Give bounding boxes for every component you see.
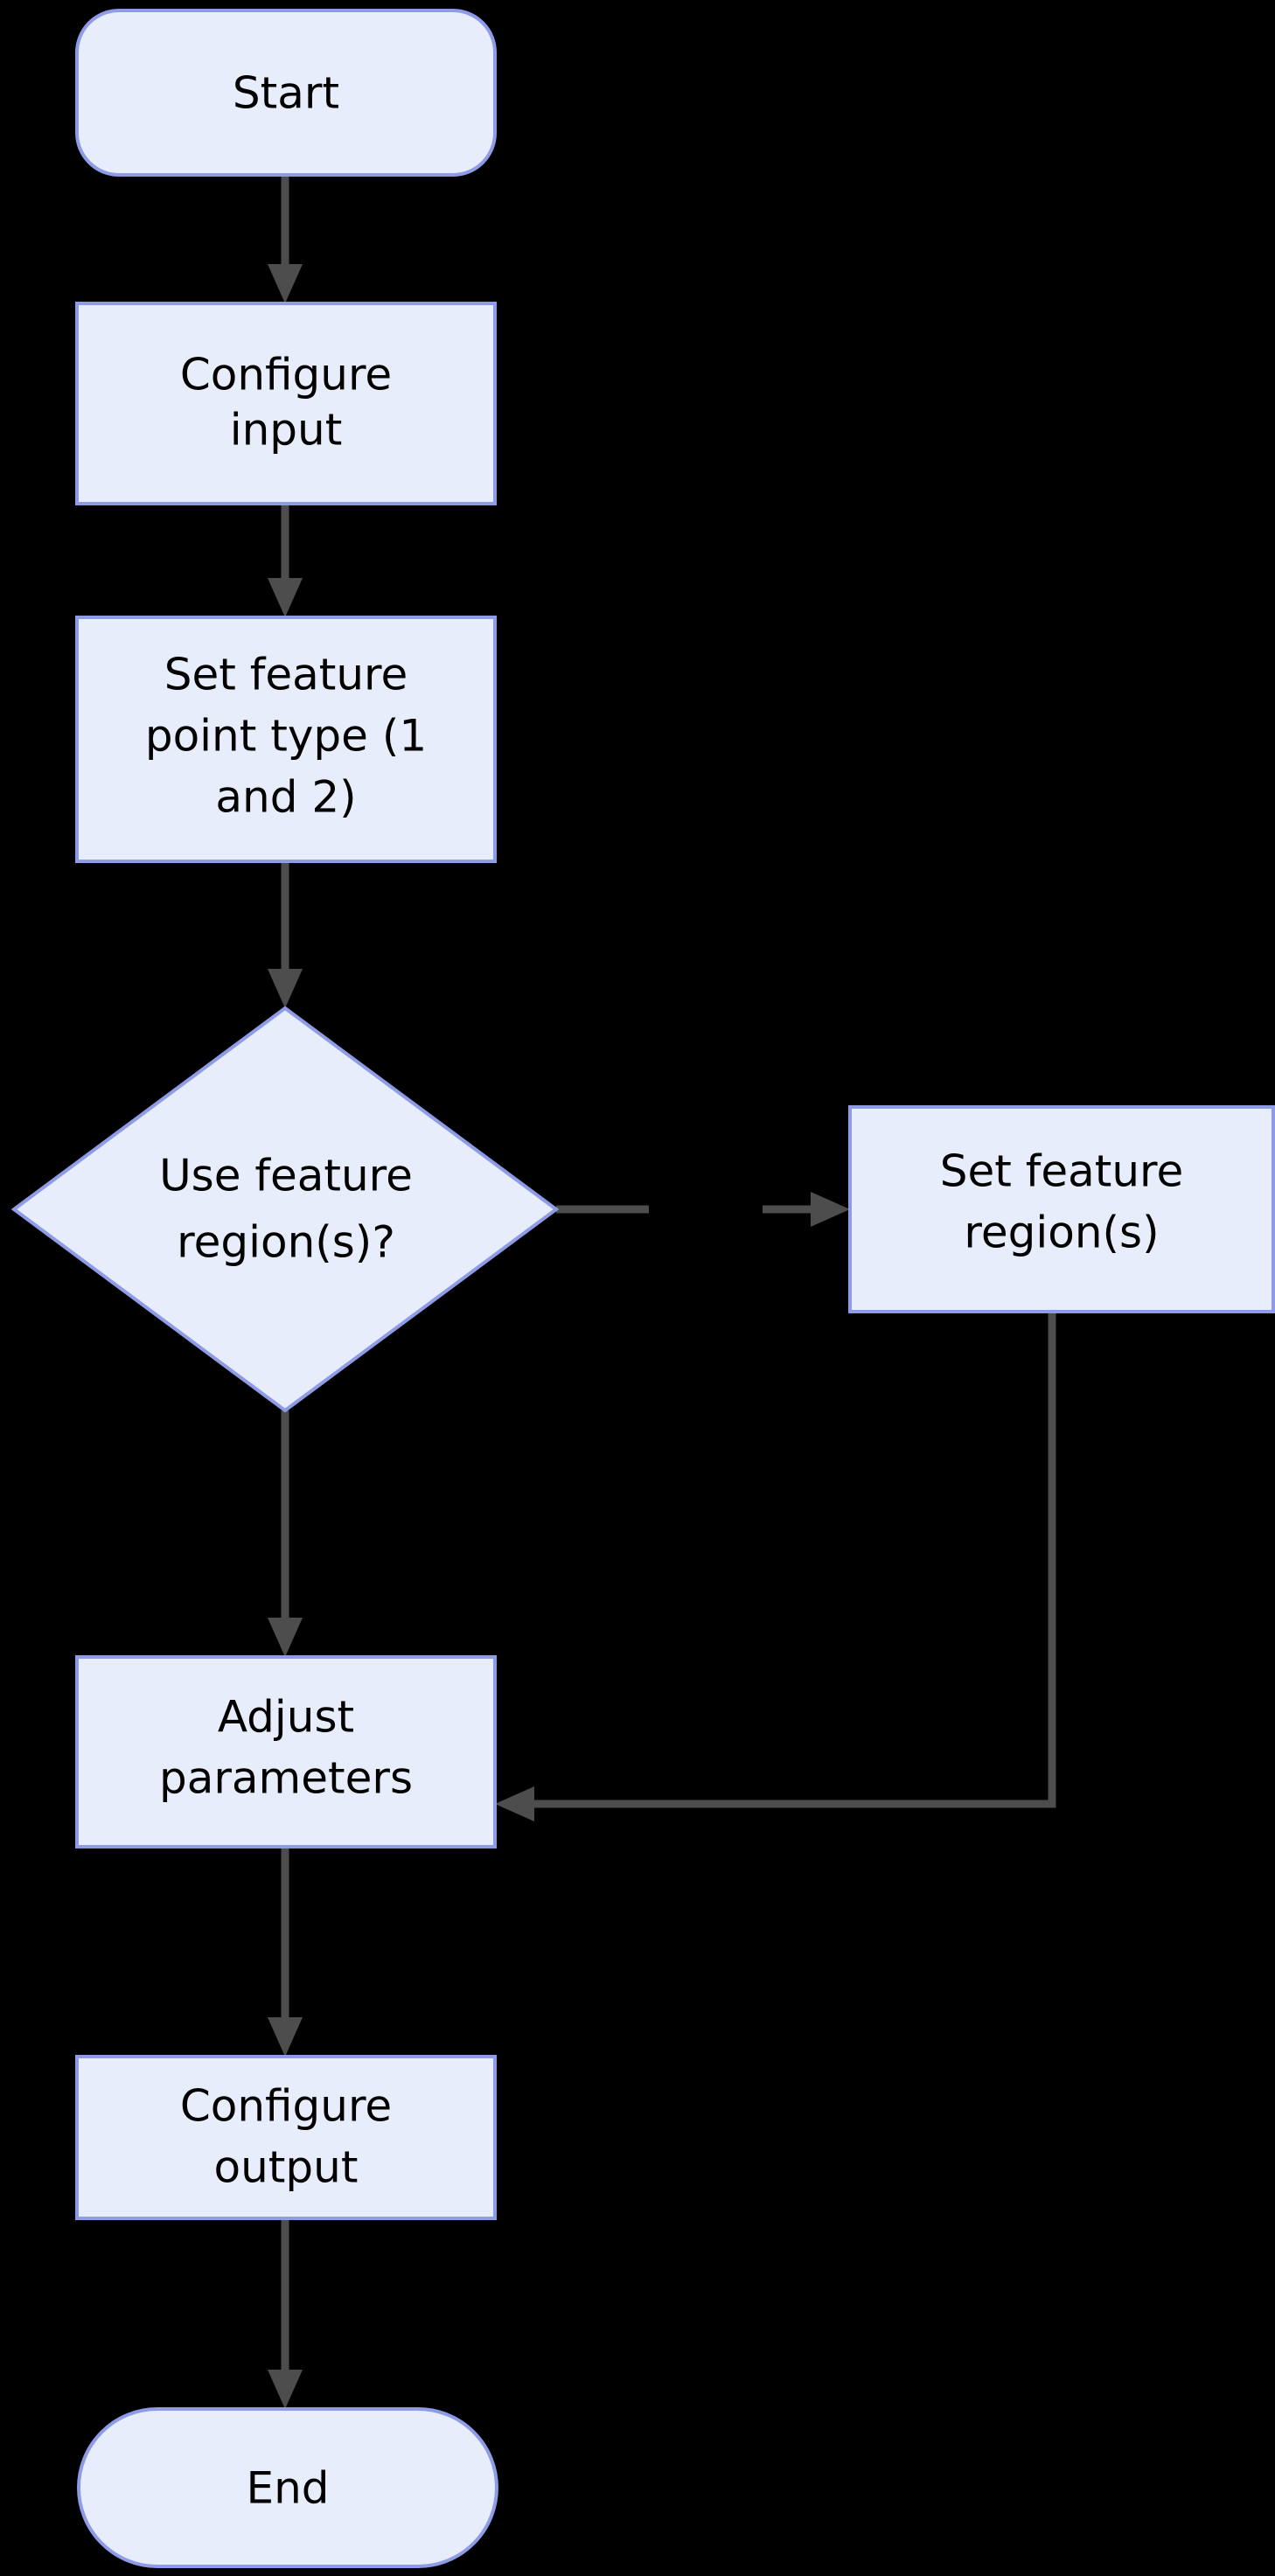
node-set-point-type[interactable]: Set feature point type (1 and 2)	[75, 616, 497, 863]
edge-set-feature-region-to-adjust-parameters	[495, 1312, 1056, 1821]
node-end-shape	[77, 2407, 498, 2568]
edge-adjust-parameters-to-configure-output	[268, 1847, 303, 2057]
node-adjust-parameters-label-line1: Adjust	[218, 1692, 354, 1743]
node-configure-output-shape	[75, 2055, 497, 2220]
node-adjust-parameters-shape	[75, 1655, 497, 1848]
node-set-feature-region-label-line1: Set feature	[940, 1146, 1184, 1197]
edge-start-to-configure-input	[268, 175, 303, 303]
node-set-feature-region[interactable]: Set feature region(s)	[848, 1105, 1275, 1313]
edge-configure-output-to-end	[268, 2218, 303, 2409]
node-set-point-type-label-line2: point type (1	[145, 711, 427, 762]
node-end-label: End	[246, 2463, 329, 2514]
node-start-shape	[75, 9, 497, 177]
node-use-region-decision-label-line2: region(s)?	[177, 1217, 395, 1268]
node-use-region-decision-shape	[10, 1006, 560, 1413]
node-use-region-decision[interactable]: Use feature region(s)?	[10, 1006, 560, 1413]
node-set-feature-region-shape	[848, 1105, 1275, 1313]
node-set-point-type-shape	[75, 616, 497, 863]
node-configure-input[interactable]: Configure input	[75, 302, 497, 505]
node-configure-input-label-line2: input	[230, 405, 343, 456]
edge-set-point-type-to-decision	[268, 861, 303, 1008]
node-start[interactable]: Start	[75, 9, 497, 177]
edge-configure-input-to-set-point-type	[268, 504, 303, 617]
node-adjust-parameters-label-line2: parameters	[159, 1753, 413, 1804]
edge-decision-to-set-feature-region	[556, 1192, 850, 1227]
node-configure-output-label-line1: Configure	[180, 2081, 392, 2132]
node-configure-output-label-line2: output	[214, 2142, 359, 2193]
node-start-label: Start	[233, 68, 339, 119]
node-set-point-type-label-line1: Set feature	[164, 650, 408, 700]
node-set-feature-region-label-line2: region(s)	[964, 1208, 1159, 1258]
node-use-region-decision-label-line1: Use feature	[159, 1151, 413, 1201]
node-set-point-type-label-line3: and 2)	[215, 772, 356, 823]
node-configure-input-label-line1: Configure	[180, 350, 392, 400]
node-adjust-parameters[interactable]: Adjust parameters	[75, 1655, 497, 1848]
node-configure-input-shape	[75, 302, 497, 505]
node-configure-output[interactable]: Configure output	[75, 2055, 497, 2220]
node-end[interactable]: End	[77, 2407, 498, 2568]
edge-decision-to-adjust-parameters	[268, 1410, 303, 1657]
